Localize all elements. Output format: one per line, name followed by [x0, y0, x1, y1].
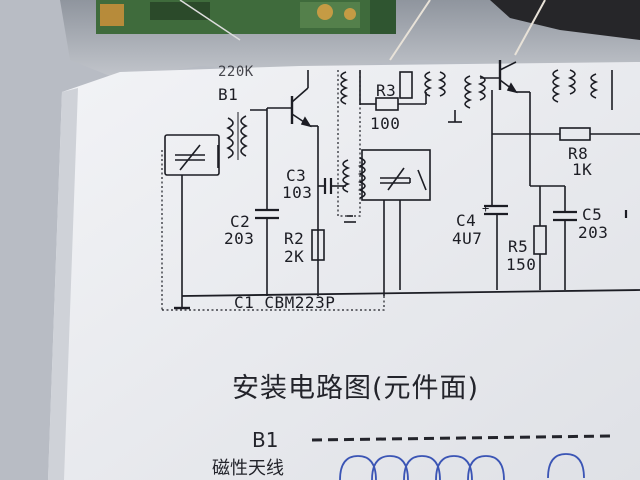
r2-resistor [311, 229, 325, 261]
right-coil-3 [590, 73, 599, 99]
c3-value: 103 [282, 183, 313, 202]
oscillator-coil [342, 149, 431, 296]
pcb-board [96, 0, 396, 34]
page-title: 安装电路图(元件面) [232, 373, 480, 404]
right-coil-2 [567, 69, 576, 95]
r3-value: 100 [370, 114, 401, 133]
c2-label: C2 [230, 212, 251, 231]
circuit-schematic [161, 60, 640, 311]
dotted-outline [162, 296, 385, 311]
r2-label: R2 [284, 229, 305, 248]
parts-list-b1-description: 磁性天线 [212, 458, 284, 479]
partial-220k-label: 220K [218, 64, 254, 80]
wire-1 [389, 0, 431, 61]
parts-list-b1-name: B1 [252, 428, 279, 452]
c4-polarity: + [482, 201, 490, 215]
paper-sheet [48, 62, 640, 480]
paper-fold-shadow [48, 88, 78, 480]
c4-label: C4 [456, 211, 477, 230]
right-coil-1 [552, 69, 561, 103]
wire-3 [179, 0, 241, 41]
r5-label: R5 [508, 237, 529, 256]
black-object [490, 0, 640, 40]
transistor-1 [267, 70, 319, 296]
c4-value: 4U7 [452, 229, 483, 248]
dotted-ifbox [337, 70, 361, 217]
c1-label: C1 CBM223P [234, 293, 336, 312]
r2-value: 2K [284, 247, 305, 266]
b1-label: B1 [218, 85, 239, 104]
antenna-coil-drawing [339, 453, 585, 480]
r5-value: 150 [506, 255, 537, 274]
transistor-2 [480, 60, 531, 205]
c5-label: C5 [582, 205, 603, 224]
r3-label: R3 [376, 81, 397, 100]
r8-label: R8 [568, 144, 589, 163]
b1-dashed-line [311, 434, 611, 442]
r8-value: 1K [572, 160, 593, 179]
ground-bus [181, 289, 640, 297]
c3-label: C3 [286, 166, 307, 185]
wire-2 [514, 0, 546, 56]
b1-tuning-section [164, 112, 248, 296]
c5-value: 203 [578, 223, 609, 242]
c2-value: 203 [224, 229, 255, 248]
if-coils-top [340, 70, 486, 123]
